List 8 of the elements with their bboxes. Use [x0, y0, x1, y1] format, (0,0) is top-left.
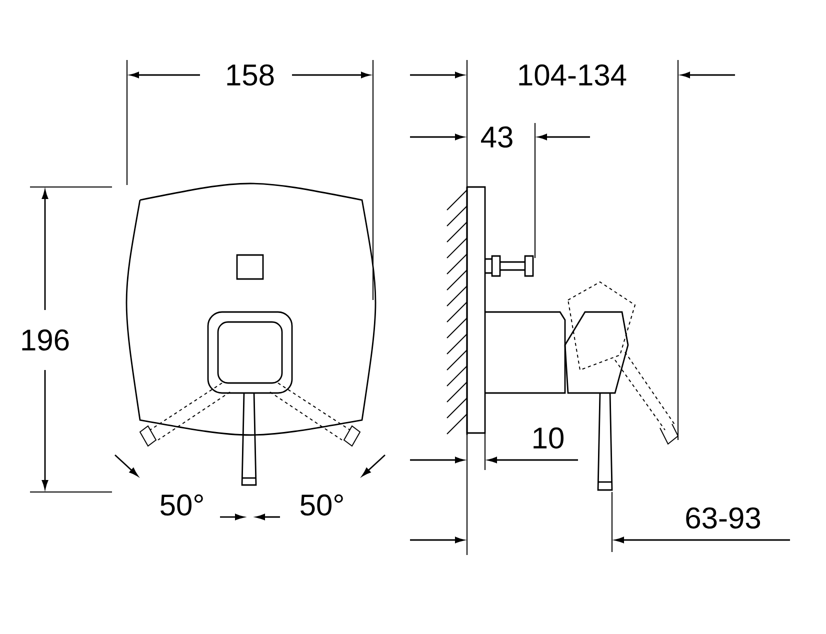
- dimension-label: 158: [227, 64, 274, 86]
- dimension-label: 196: [22, 329, 69, 351]
- dimension-label: 50°: [300, 494, 343, 516]
- dimension-label: 63-93: [686, 507, 760, 529]
- dimension-label: 104-134: [519, 64, 626, 86]
- dimension-label: 10: [534, 427, 564, 449]
- dimension-label: 50°: [160, 494, 203, 516]
- dimension-label: 43: [481, 126, 512, 148]
